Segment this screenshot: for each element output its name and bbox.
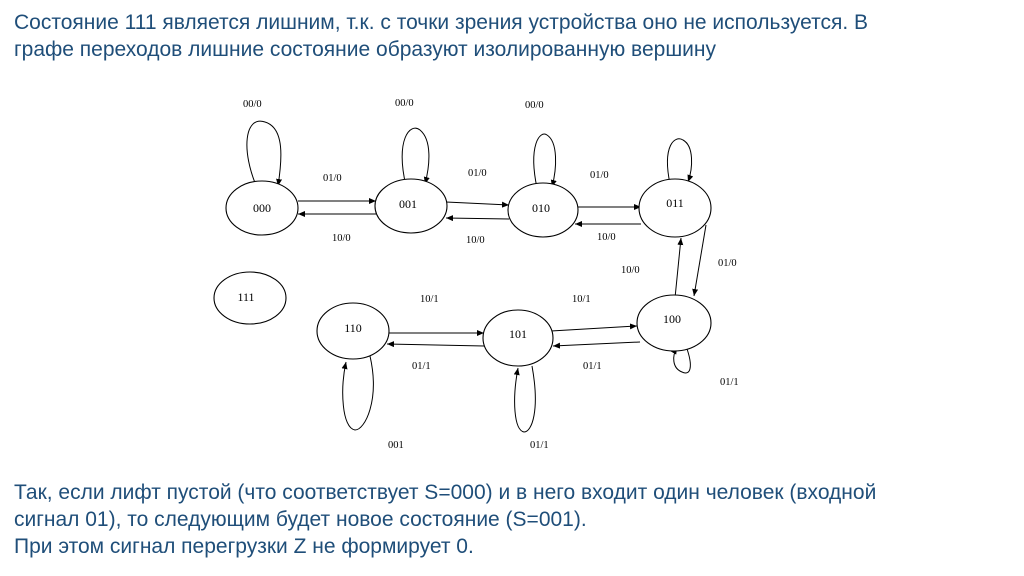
label-loop-100: 01/1 — [720, 377, 739, 388]
state-110: 110 — [316, 302, 390, 360]
svg-text:111: 111 — [237, 290, 254, 304]
loop-110 — [341, 355, 374, 431]
svg-text:110: 110 — [344, 321, 362, 335]
svg-text:011: 011 — [666, 196, 684, 210]
loop-100 — [670, 345, 691, 374]
svg-text:001: 001 — [399, 197, 417, 211]
label-100-011: 10/0 — [621, 265, 640, 276]
label-101-110: 01/1 — [412, 361, 431, 372]
loop-011 — [666, 138, 694, 185]
label-loop-000: 00/0 — [243, 99, 262, 110]
edge-011-100 — [692, 224, 707, 297]
label-101-100: 10/1 — [572, 294, 591, 305]
label-001-010: 01/0 — [468, 168, 487, 179]
state-111: 111 — [213, 271, 287, 325]
state-001: 001 — [374, 178, 448, 234]
svg-text:000: 000 — [253, 201, 271, 215]
edge-101-100 — [550, 323, 638, 332]
explanation-line-2: сигнал 01), то следующим будет новое сос… — [14, 508, 587, 531]
label-010-001: 10/0 — [466, 235, 485, 246]
label-loop-001: 00/0 — [395, 98, 414, 109]
edge-001-010 — [445, 201, 510, 208]
label-010-011: 01/0 — [590, 170, 609, 181]
label-100-101: 01/1 — [583, 361, 602, 372]
label-011-100: 01/0 — [718, 258, 737, 269]
explanation-line-3: При этом сигнал перегрузки Z не формируе… — [14, 535, 474, 558]
edge-100-101 — [552, 341, 641, 349]
label-000-001: 01/0 — [323, 173, 342, 184]
svg-text:101: 101 — [509, 327, 527, 341]
svg-text:010: 010 — [532, 201, 550, 215]
state-100: 100 — [636, 294, 712, 352]
label-011-010: 10/0 — [597, 232, 616, 243]
intro-text: Состояние 111 является лишним, т.к. с то… — [14, 9, 1014, 63]
edge-101-110 — [386, 341, 485, 348]
state-011: 011 — [638, 178, 712, 238]
label-110-101: 10/1 — [420, 294, 439, 305]
edge-010-001 — [445, 215, 510, 222]
state-010: 010 — [507, 182, 579, 238]
label-loop-110: 001 — [388, 440, 404, 451]
label-loop-101: 01/1 — [530, 440, 549, 451]
loop-010 — [533, 133, 557, 189]
loop-001 — [401, 127, 430, 187]
intro-line-1: Состояние 111 является лишним, т.к. с то… — [14, 11, 869, 34]
explanation-line-1: Так, если лифт пустой (что соответствует… — [14, 481, 877, 504]
state-000: 000 — [225, 180, 299, 236]
label-loop-010: 00/0 — [525, 100, 544, 111]
svg-text:100: 100 — [663, 312, 681, 326]
edge-100-011 — [674, 237, 684, 299]
loop-000 — [246, 120, 283, 191]
loop-101 — [513, 365, 536, 433]
label-001-000: 10/0 — [332, 233, 351, 244]
intro-line-2: графе переходов лишние состояние образую… — [14, 38, 717, 61]
explanation-text: Так, если лифт пустой (что соответствует… — [14, 479, 1014, 560]
state-101: 101 — [482, 309, 554, 367]
